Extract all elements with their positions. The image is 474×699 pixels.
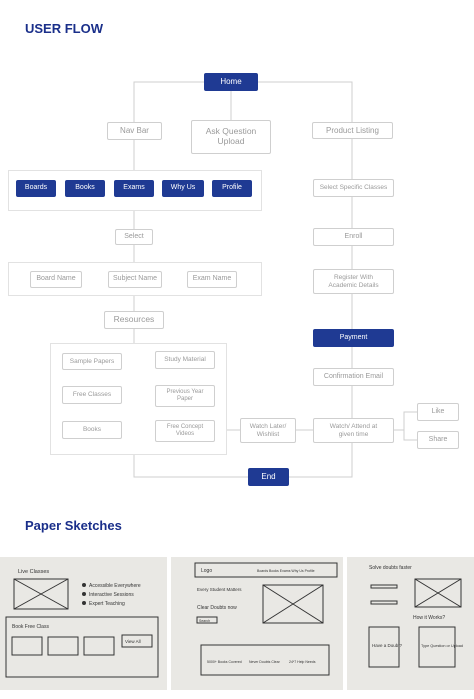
sketch1-bullet-3: Expert Teaching — [89, 601, 125, 607]
watch-attend-node[interactable]: Watch/ Attend at given time — [313, 418, 394, 443]
sketch1-bullet-dot — [82, 592, 86, 596]
sketch1-bullet-1: Accessible Everywhere — [89, 583, 141, 589]
study-material-node[interactable]: Study Material — [155, 351, 215, 369]
sketch2-nav: Boards Books Exams Why Us Profile — [257, 569, 315, 573]
connector-watch-end — [289, 443, 353, 478]
sketch2-stat-1: 5000+ Books Covered — [207, 660, 242, 664]
sketch1-view-all-box — [121, 634, 153, 648]
sketch2-stat-3: 24*7 Help Needs — [289, 660, 316, 664]
sketch1-bullet-dot — [82, 583, 86, 587]
resources-node[interactable]: Resources — [104, 311, 164, 329]
sketch1-bottom-title: Book Free Class — [12, 624, 49, 630]
sketch3-have-box — [368, 626, 400, 668]
nav-item-profile[interactable]: Profile — [212, 180, 252, 197]
payment-node[interactable]: Payment — [313, 329, 394, 347]
nav-item-boards[interactable]: Boards — [16, 180, 56, 197]
user-flow-title: USER FLOW — [25, 21, 103, 36]
previous-year-paper-node[interactable]: Previous Year Paper — [155, 385, 215, 407]
sketch1-free-class-box — [5, 616, 159, 678]
sketch1-card — [83, 636, 115, 656]
end-node[interactable]: End — [248, 468, 289, 486]
connector-resgroup-end — [133, 455, 248, 478]
sketch3-type: Type Question or Upload — [421, 644, 463, 648]
select-node[interactable]: Select — [115, 229, 153, 245]
sketch3-line — [370, 600, 398, 605]
sketch1-image-box — [13, 578, 69, 610]
sketch3-line — [370, 584, 398, 589]
watch-later-wishlist-node[interactable]: Watch Later/ Wishlist — [240, 418, 296, 443]
sketch2-hero-image — [262, 584, 324, 624]
nav-item-exams[interactable]: Exams — [114, 180, 154, 197]
home-node[interactable]: Home — [204, 73, 258, 91]
free-classes-node[interactable]: Free Classes — [62, 386, 122, 404]
sketch1-bullet-2: Interactive Sessions — [89, 592, 134, 598]
like-node[interactable]: Like — [417, 403, 459, 421]
sketch3-title: Solve doubts faster — [369, 565, 412, 571]
connector-watch-like-share — [394, 411, 417, 431]
share-node[interactable]: Share — [417, 431, 459, 449]
sample-papers-node[interactable]: Sample Papers — [62, 353, 122, 370]
sketch1-card — [47, 636, 79, 656]
product-listing-node[interactable]: Product Listing — [312, 122, 393, 139]
select-specific-classes-node[interactable]: Select Specific Classes — [313, 179, 394, 197]
sketch-photo-3: Solve doubts faster How it Works? Have a… — [347, 557, 474, 690]
sketch2-stat-2: Never Doubts Clear — [249, 660, 281, 664]
nav-item-why-us[interactable]: Why Us — [162, 180, 204, 197]
sketch-photo-1: Live Classes Accessible Everywhere Inter… — [0, 557, 167, 690]
free-concept-videos-node[interactable]: Free Concept Videos — [155, 420, 215, 442]
sketch2-search-box — [196, 616, 218, 624]
sketch3-image-box — [414, 578, 462, 608]
connector-watch-share — [403, 430, 417, 441]
sketch1-card — [11, 636, 43, 656]
exam-name-node[interactable]: Exam Name — [187, 271, 237, 288]
board-name-node[interactable]: Board Name — [30, 271, 82, 288]
enroll-node[interactable]: Enroll — [313, 228, 394, 246]
sketch3-question: How it Works? — [413, 615, 445, 621]
subject-name-node[interactable]: Subject Name — [108, 271, 162, 288]
books-resource-node[interactable]: Books — [62, 421, 122, 439]
register-academic-details-node[interactable]: Register With Academic Details — [313, 269, 394, 294]
sketch1-bullet-dot — [82, 601, 86, 605]
nav-item-books[interactable]: Books — [65, 180, 105, 197]
sketch2-nav-box — [194, 562, 338, 578]
sketch2-search: Search — [199, 619, 210, 623]
nav-bar-node[interactable]: Nav Bar — [107, 122, 162, 140]
sketch2-logo: Logo — [201, 568, 212, 574]
sketch2-sub: Clear Doubts now — [197, 605, 237, 611]
confirmation-email-node[interactable]: Confirmation Email — [313, 368, 394, 386]
sketch3-have: Have a Doubt? — [372, 643, 403, 648]
flow-connectors — [133, 81, 417, 478]
sketch2-stats-box — [200, 644, 330, 676]
connector-home-productlisting — [258, 81, 353, 122]
ask-question-upload-node[interactable]: Ask Question Upload — [191, 120, 271, 154]
sketch3-type-box — [418, 626, 456, 668]
sketch-photo-2: Logo Boards Books Exams Why Us Profile E… — [171, 557, 343, 690]
connector-home-navbar — [133, 81, 204, 122]
sketch1-view-all: View All — [125, 639, 141, 644]
sketch2-headline: Every Student Matters — [197, 587, 242, 592]
sketch1-title: Live Classes — [18, 569, 49, 575]
paper-sketches-title: Paper Sketches — [25, 518, 122, 533]
